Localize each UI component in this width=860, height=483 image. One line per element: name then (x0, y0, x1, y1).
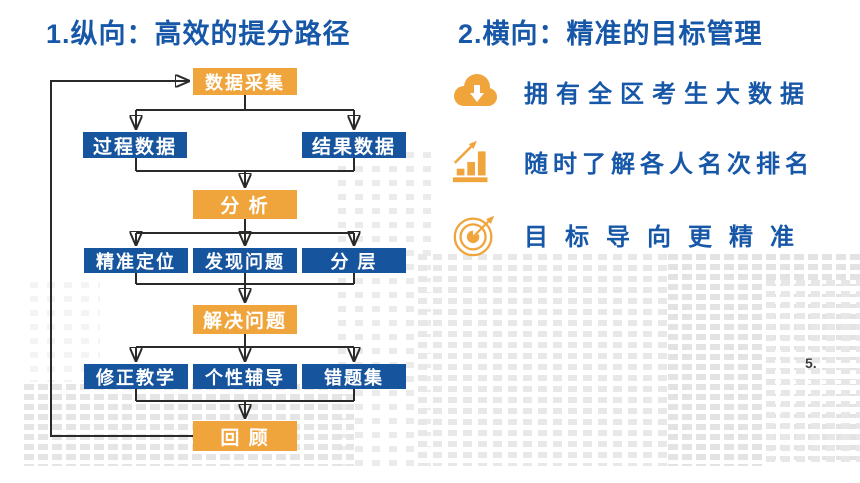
flowchart-node-find-problems: 发现问题 (193, 248, 297, 273)
cloud-download-icon (450, 70, 500, 112)
background-building (766, 280, 860, 466)
flowchart-node-analysis: 分 析 (193, 190, 297, 219)
flowchart-node-review: 回 顾 (193, 421, 297, 451)
feature-item-ranking: 随时了解各人名次排名 (450, 138, 814, 184)
flowchart-node-result-data: 结果数据 (302, 132, 406, 158)
flowchart-node-mistake-collection: 错题集 (302, 364, 406, 389)
feature-text: 随时了解各人名次排名 (524, 150, 814, 178)
target-bullseye-icon (450, 208, 500, 260)
feature-text: 拥有全区考生大数据 (524, 80, 812, 108)
feature-item-goal: 目标导向更精准 (450, 209, 811, 259)
rising-bar-chart-icon (450, 138, 500, 184)
flowchart-node-solve-problems: 解决问题 (193, 305, 297, 334)
page-number: 5. (805, 355, 817, 371)
flowchart-node-precise-positioning: 精准定位 (84, 248, 188, 273)
right-section-title: 2.横向：精准的目标管理 (458, 19, 763, 49)
background-building (668, 254, 860, 466)
left-section-title: 1.纵向：高效的提分路径 (46, 19, 351, 49)
flowchart-node-personal-tutoring: 个性辅导 (193, 364, 297, 389)
flowchart-node-correct-teaching: 修正教学 (84, 364, 188, 389)
flowchart-connectors (50, 0, 460, 437)
feature-item-big-data: 拥有全区考生大数据 (450, 68, 812, 114)
feature-text: 目标导向更精准 (524, 223, 811, 251)
flowchart-node-process-data: 过程数据 (83, 132, 187, 158)
flowchart-node-data-collection: 数据采集 (193, 68, 297, 95)
flowchart-node-layering: 分 层 (302, 248, 406, 273)
